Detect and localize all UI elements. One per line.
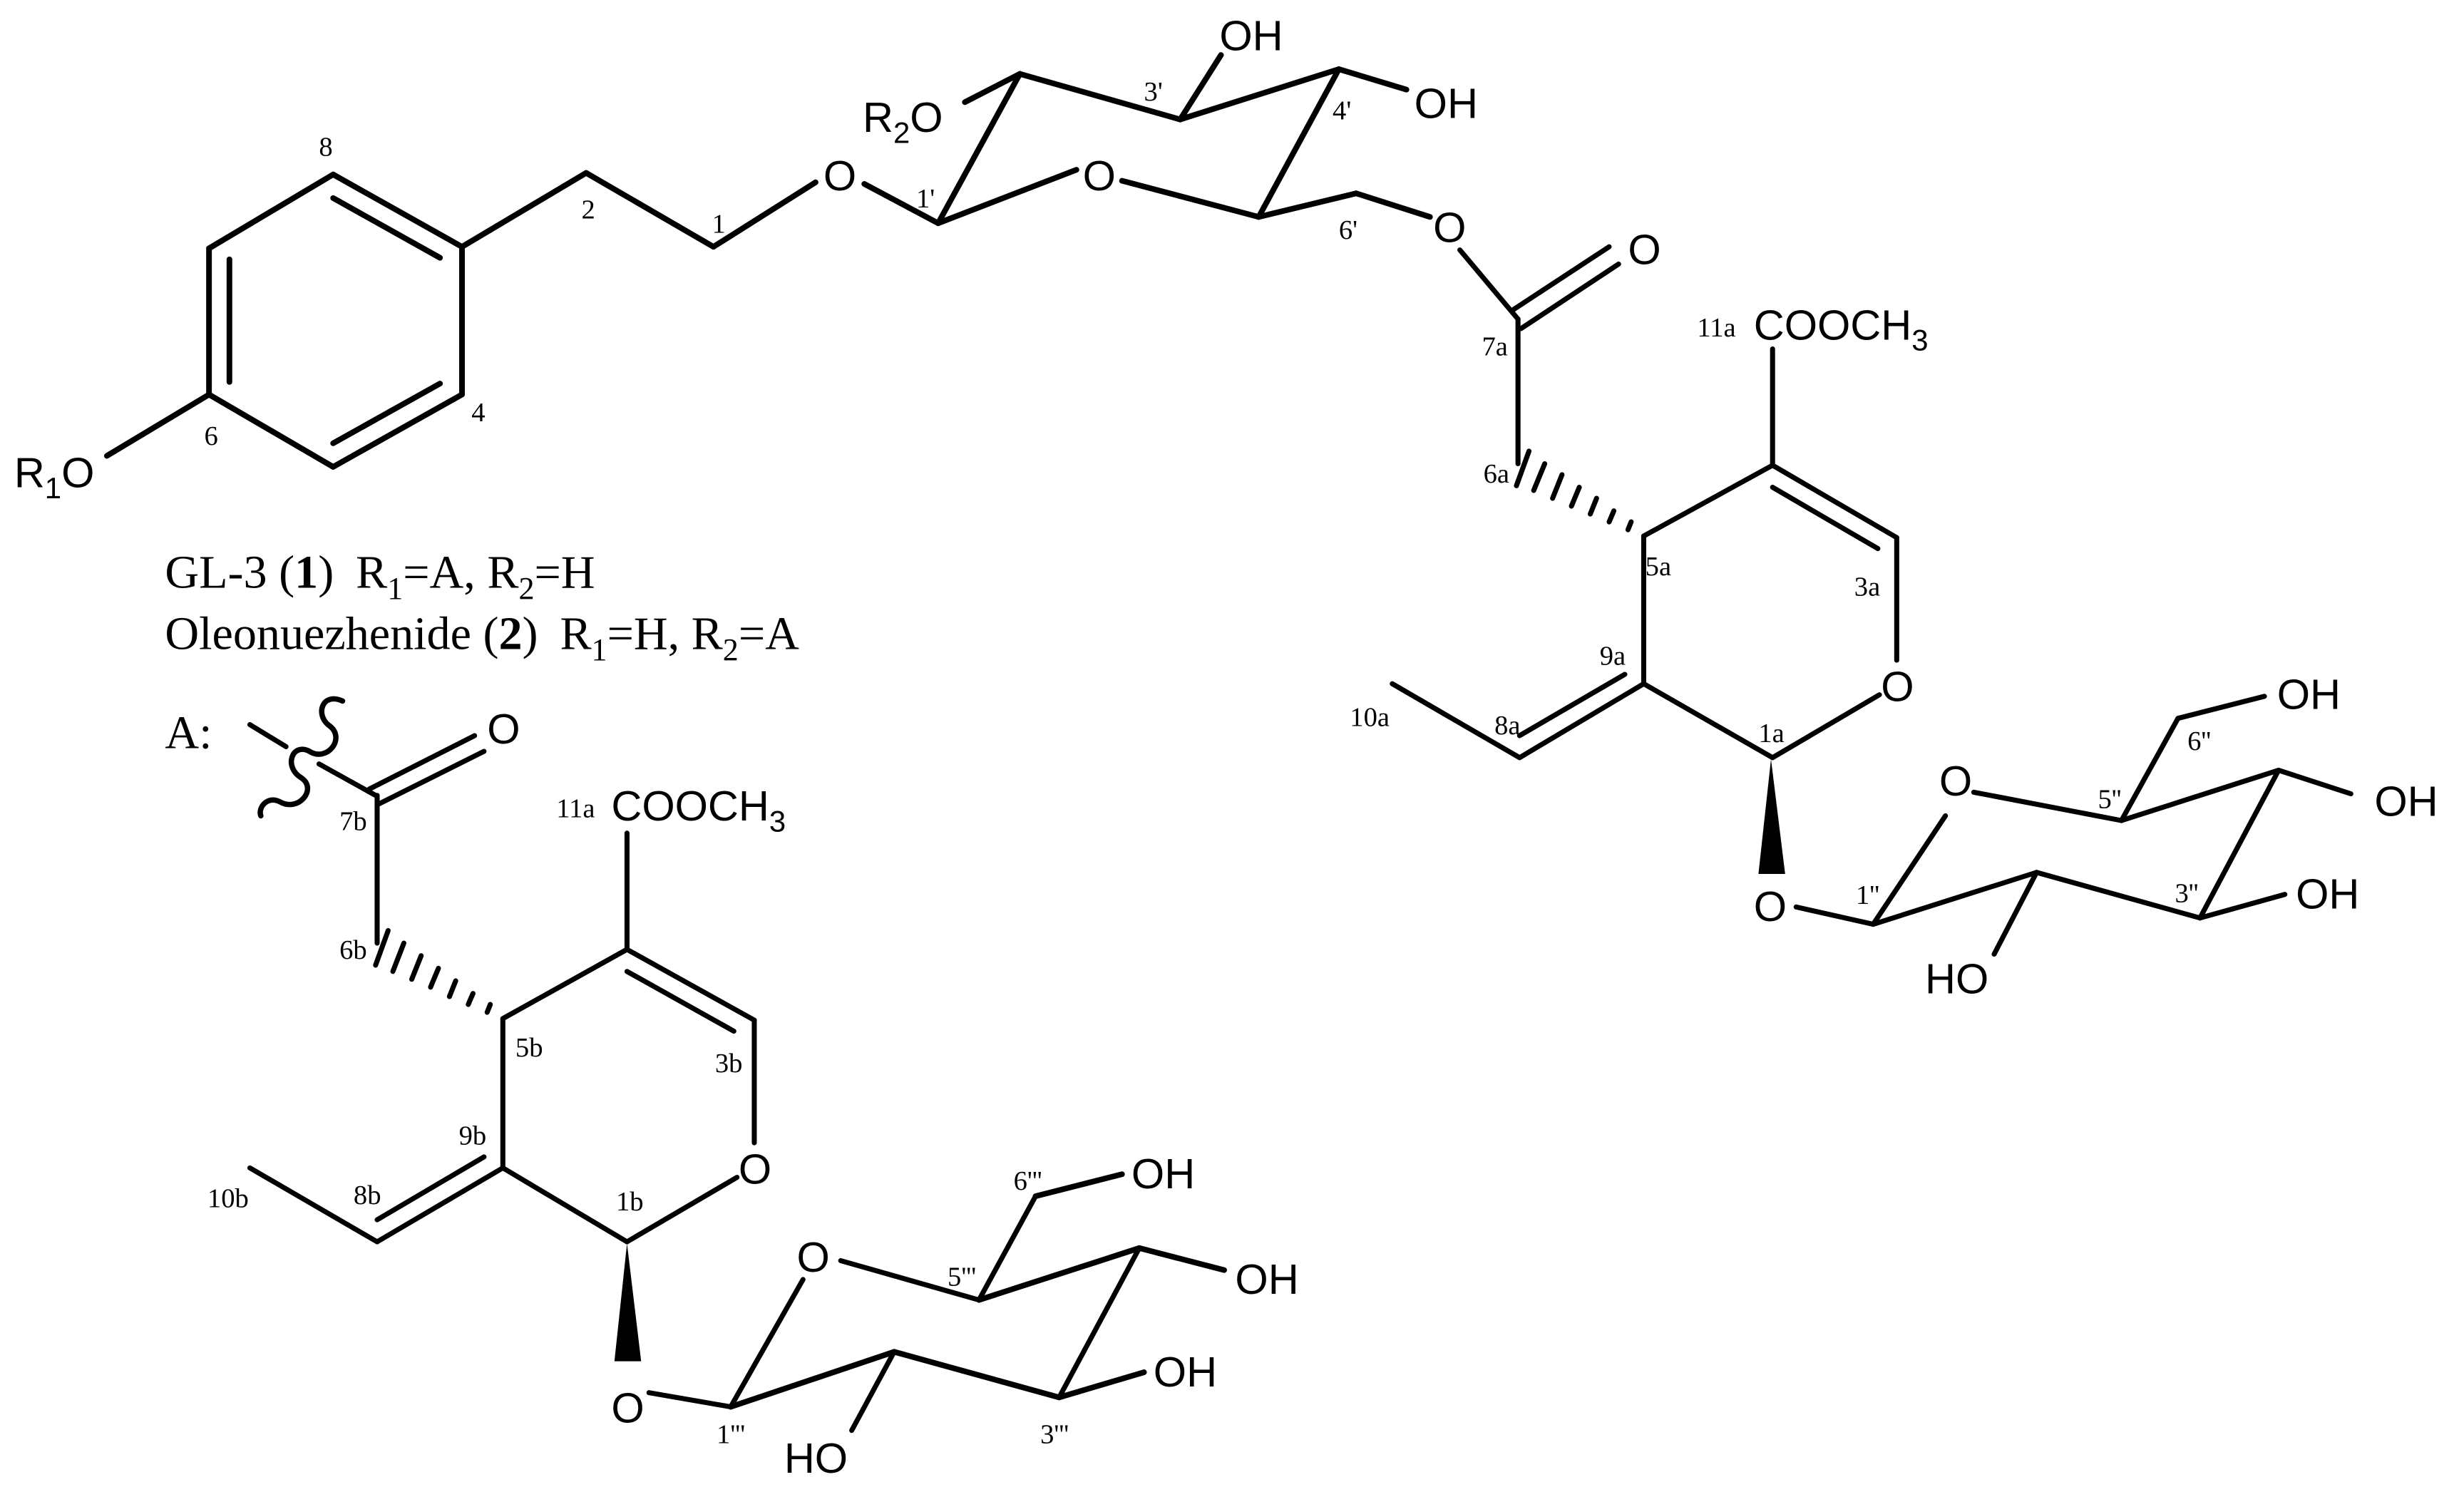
hydroxyl-4pp: OH: [2374, 777, 2438, 825]
glucose-3-ring: [646, 1171, 1227, 1434]
hydroxyl-6ppp: OH: [1131, 1150, 1195, 1198]
locant-11a-b: 11a: [556, 794, 595, 824]
ethyl-linker: [103, 170, 818, 459]
locant-5ppp: 5''': [948, 1262, 976, 1292]
locant-6ppp: 6''': [1014, 1166, 1042, 1196]
glycosidic-oxygen-b: O: [611, 1384, 644, 1432]
locant-10b: 10b: [207, 1183, 249, 1213]
hashed-wedge-6a-5a: [1514, 448, 1634, 532]
locant-3a: 3a: [1854, 572, 1880, 602]
ring-oxygen-a: O: [1881, 662, 1914, 710]
locant-3b: 3b: [715, 1049, 743, 1079]
locant-1pp: 1'': [1856, 880, 1879, 910]
ring-oxygen-glucose-3: O: [796, 1233, 829, 1281]
carbonyl-oxygen-a: O: [1628, 225, 1660, 273]
locant-9a: 9a: [1600, 642, 1626, 672]
glycosidic-oxygen-1: O: [823, 152, 856, 200]
locant-5pp: 5'': [2098, 784, 2121, 814]
r1o-label: R1O: [14, 449, 95, 505]
locant-2: 2: [582, 195, 595, 225]
locant-7a: 7a: [1482, 331, 1507, 361]
locant-3pp: 3'': [2175, 879, 2198, 909]
locant-4: 4: [471, 398, 485, 428]
locant-8: 8: [319, 132, 332, 162]
hydroxyl-2ppp: HO: [784, 1434, 848, 1482]
ring-oxygen-glucose-1: O: [1083, 152, 1116, 200]
solid-wedge-1b: [614, 1243, 642, 1362]
ring-oxygen-b: O: [739, 1145, 771, 1193]
glucose-1-ring: [861, 52, 1433, 227]
locant-6b: 6b: [339, 935, 367, 965]
locant-1b: 1b: [616, 1187, 644, 1217]
cooch3-a: COOCH3: [1754, 301, 1929, 356]
locant-1p: 1': [916, 184, 935, 214]
glucose-2-ring: [1793, 694, 2353, 957]
locant-8b: 8b: [354, 1180, 381, 1210]
hydroxyl-4p: OH: [1415, 79, 1478, 127]
iridoid-a-bonds: [1390, 244, 1899, 761]
hydroxyl-3p: OH: [1219, 12, 1283, 60]
hydroxyl-3pp: OH: [2296, 870, 2359, 918]
ring-oxygen-glucose-2: O: [1939, 757, 1972, 805]
group-a-bonds: [247, 722, 757, 1245]
hashed-wedge-6b-5b: [373, 927, 493, 1015]
glycosidic-oxygen-a: O: [1754, 883, 1787, 930]
locant-9b: 9b: [459, 1121, 487, 1151]
locant-1ppp: 1''': [717, 1419, 745, 1449]
wavy-attachment-bond: [257, 696, 346, 819]
caption-compound-2: Oleonuezhenide (2)R1=H, R2=A: [165, 608, 799, 667]
locant-11a: 11a: [1697, 313, 1735, 343]
solid-wedge-1a: [1758, 759, 1785, 875]
locant-3p: 3': [1144, 77, 1163, 107]
ester-oxygen-a: O: [1433, 204, 1466, 252]
locant-6p: 6': [1339, 215, 1357, 245]
hydroxyl-2pp: HO: [1925, 955, 1988, 1003]
locant-5b: 5b: [515, 1033, 543, 1063]
hydroxyl-3ppp: OH: [1154, 1348, 1217, 1396]
cooch3-b: COOCH3: [611, 782, 786, 838]
group-a-label: A:: [165, 707, 212, 759]
locant-6: 6: [205, 421, 218, 451]
hydroxyl-6pp: OH: [2277, 670, 2341, 718]
locant-6pp: 6'': [2187, 726, 2211, 756]
r2o-label: R2O: [863, 93, 943, 149]
locant-1a: 1a: [1758, 719, 1784, 748]
benzene-ring: [206, 171, 465, 470]
locant-10a: 10a: [1350, 703, 1390, 733]
locant-1: 1: [712, 209, 725, 239]
carbonyl-oxygen-b: O: [487, 705, 520, 753]
caption-compound-1: GL-3 (1)R1=A, R2=H: [165, 547, 595, 606]
locant-5a: 5a: [1646, 552, 1671, 582]
locant-3ppp: 3''': [1040, 1419, 1069, 1449]
locant-6a: 6a: [1484, 459, 1509, 489]
locant-7b: 7b: [339, 806, 367, 836]
hydroxyl-4ppp: OH: [1235, 1255, 1298, 1303]
locant-4p: 4': [1333, 96, 1351, 126]
locant-8a: 8a: [1494, 711, 1520, 741]
